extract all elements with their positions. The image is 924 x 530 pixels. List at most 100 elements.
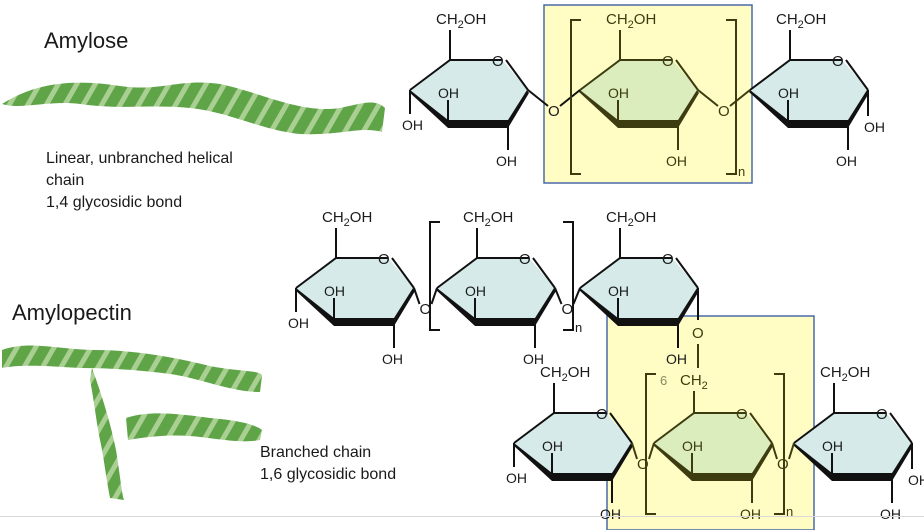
ring-bold-edge-left	[513, 443, 552, 481]
ring-bold-edge-right	[892, 443, 913, 481]
amylose-description-line-1: Linear, unbranched helical	[46, 150, 233, 167]
ch2oh-label: CH2OH	[820, 364, 870, 384]
ring-bold-edge-front	[448, 120, 508, 128]
amylopectin-branch-bridge-2-bond-right	[788, 442, 795, 460]
ring-bold-edge-front	[475, 318, 535, 326]
amylopectin-branch-bridge-1-bond-right	[648, 442, 655, 460]
c3-oh-label: OH	[822, 438, 843, 454]
amylopectin-branch-repeat-left-bracket	[645, 373, 656, 515]
c3-oh-label: OH	[324, 283, 345, 299]
ring-bold-edge-right	[612, 443, 633, 481]
amylopectin-branch-ring-3	[793, 383, 913, 503]
ring-o-edge	[845, 59, 869, 91]
amylose-ring-1	[409, 30, 529, 150]
amylopectin-branch-repeat-right-bracket	[774, 373, 785, 515]
amylopectin-ring-repeat	[436, 228, 556, 348]
ch2oh-label: CH2OH	[606, 11, 656, 31]
ring-bold-edge-right	[678, 90, 699, 128]
amylopectin-title: Amylopectin	[12, 300, 132, 325]
ring-bold-edge-right	[535, 288, 556, 326]
amylose-description-line-3: 1,4 glycosidic bond	[46, 194, 183, 211]
alpha16-oxygen-label: O	[692, 325, 704, 342]
ring-o-edge	[609, 412, 633, 444]
ring-oxygen-label: O	[378, 251, 390, 268]
c3-oh-label: OH	[608, 283, 629, 299]
c2-oh-label: OH	[740, 506, 761, 522]
amylopectin-description-line-1: Branched chain	[260, 444, 372, 461]
amylopectin-description: Branched chain 1,6 glycosidic bond	[260, 442, 396, 486]
amylopectin-branch-bridge-1-bond-left	[631, 442, 638, 460]
amylopectin-bridge-1-oxygen-label: O	[420, 301, 432, 318]
amylopectin-description-line-2: 1,6 glycosidic bond	[260, 466, 397, 483]
amylopectin-bridge-2-bond-left	[554, 287, 563, 305]
ring-bold-edge-right	[394, 288, 415, 326]
ch2oh-label: CH2OH	[606, 209, 656, 229]
amylose-bridge-2-oxygen-label: O	[718, 103, 730, 120]
c3-oh-label: OH	[438, 85, 459, 101]
amylopectin-branch-ring-1	[513, 383, 633, 503]
ring-bold-edge-front	[788, 120, 848, 128]
amylose-description: Linear, unbranched helical chain 1,4 gly…	[46, 148, 233, 214]
ch2oh-label: CH2OH	[463, 209, 513, 229]
ring-bold-edge-front	[618, 120, 678, 128]
ring-oxygen-label: O	[519, 251, 531, 268]
amylopectin-helix	[2, 345, 262, 500]
ring-bold-edge-left	[409, 90, 448, 128]
amylose-repeat-left-bracket	[570, 19, 581, 175]
amylopectin-main-repeat-n-label: n	[575, 320, 582, 335]
amylose-title: Amylose	[44, 28, 129, 53]
ring-fill	[437, 258, 555, 320]
ring-fill	[514, 413, 632, 475]
c1-oh-label: OH	[908, 472, 924, 488]
c3-oh-label: OH	[608, 85, 629, 101]
c3-oh-label: OH	[542, 438, 563, 454]
amylopectin-main-repeat-left-bracket	[429, 221, 440, 331]
ring-oxygen-label: O	[832, 53, 844, 70]
ring-bold-edge-left	[579, 288, 618, 326]
ring-oxygen-label: O	[662, 53, 674, 70]
ring-bold-edge-left	[653, 443, 692, 481]
ring-o-edge	[749, 412, 773, 444]
ring-oxygen-label: O	[596, 406, 608, 423]
ring-bold-edge-right	[752, 443, 773, 481]
amylopectin-branch-ring-repeat	[653, 412, 773, 503]
c6-ch2-label: CH2	[680, 372, 708, 392]
ring-bold-edge-left	[436, 288, 475, 326]
ring-fill	[750, 60, 868, 122]
c2-oh-label: OH	[382, 351, 403, 367]
ring-bold-edge-left	[749, 90, 788, 128]
amylose-ring-repeat	[579, 30, 699, 150]
amylopectin-branch-bridge-2-bond-left	[771, 442, 778, 460]
ring-o-edge	[391, 257, 415, 289]
c2-oh-label: OH	[523, 351, 544, 367]
bottom-divider	[0, 516, 924, 517]
ring-bold-edge-front	[334, 318, 394, 326]
amylopectin-bridge-2-oxygen-label: O	[562, 301, 574, 318]
c2-oh-label: OH	[880, 506, 901, 522]
ring-oxygen-label: O	[736, 406, 748, 423]
ring-bold-edge-left	[793, 443, 832, 481]
c4-oh-label: OH	[506, 470, 527, 486]
ring-fill	[794, 413, 912, 475]
ch2oh-label: CH2OH	[322, 209, 372, 229]
carbon-6-label: 6	[660, 373, 667, 388]
c2-oh-label: OH	[600, 506, 621, 522]
ring-bold-edge-right	[848, 90, 869, 128]
c2-oh-label: OH	[836, 153, 857, 169]
amylopectin-bridge-1-bond-left	[413, 287, 421, 305]
ring-o-edge	[675, 257, 699, 289]
ring-fill	[410, 60, 528, 122]
amylose-helix	[2, 82, 385, 135]
amylose-bridge-1-oxygen-label: O	[548, 103, 560, 120]
c3-oh-label: OH	[465, 283, 486, 299]
ring-o-edge	[532, 257, 556, 289]
ring-fill	[654, 413, 772, 475]
ring-bold-edge-front	[618, 318, 678, 326]
amylose-repeat-n-label: n	[738, 164, 745, 179]
amylose-description-line-2: chain	[46, 172, 85, 189]
c2-oh-label: OH	[496, 153, 517, 169]
ring-oxygen-label: O	[492, 53, 504, 70]
ring-bold-edge-front	[552, 473, 612, 481]
c3-oh-label: OH	[778, 85, 799, 101]
